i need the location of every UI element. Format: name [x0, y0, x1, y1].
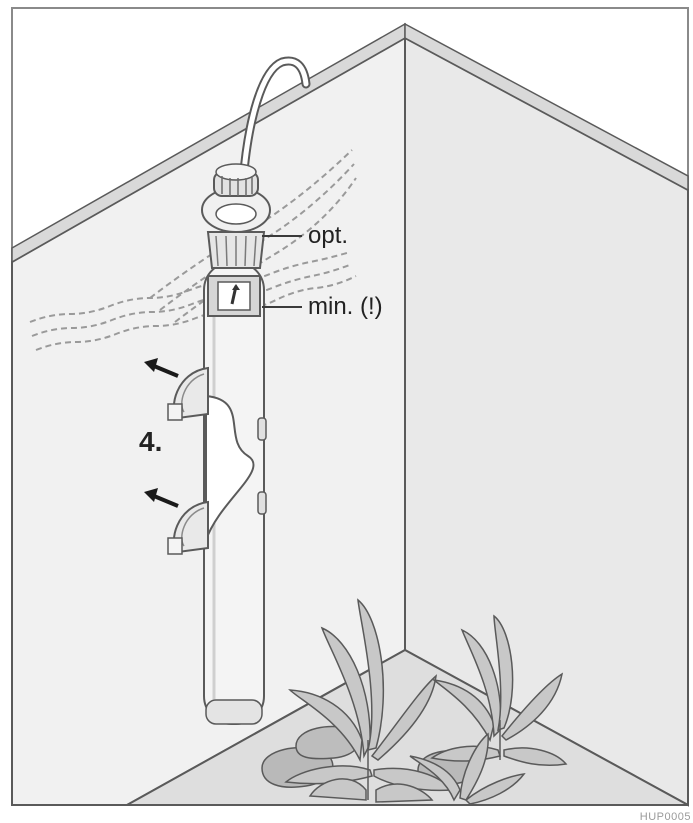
heater-peg: [257, 417, 267, 441]
control-knob-icon: [213, 163, 259, 197]
heater-peg: [257, 491, 267, 515]
suction-clip-holder: [205, 394, 255, 541]
suction-cup-icon: [167, 366, 209, 421]
plant-icon: [409, 732, 526, 805]
step-number-label: 4.: [139, 426, 163, 457]
arrow-icon: [144, 358, 179, 378]
opt-label: opt.: [308, 222, 349, 249]
plant-icon: [430, 614, 568, 767]
heater-endcap: [205, 699, 263, 725]
plant-icon: [284, 598, 454, 803]
suction-cup-icon: [167, 500, 209, 555]
figure-code-label: HUP0005: [639, 811, 691, 823]
arrow-icon: [144, 488, 179, 508]
aquarium-rim-right: [404, 22, 689, 192]
min-label: min. (!): [308, 293, 383, 320]
